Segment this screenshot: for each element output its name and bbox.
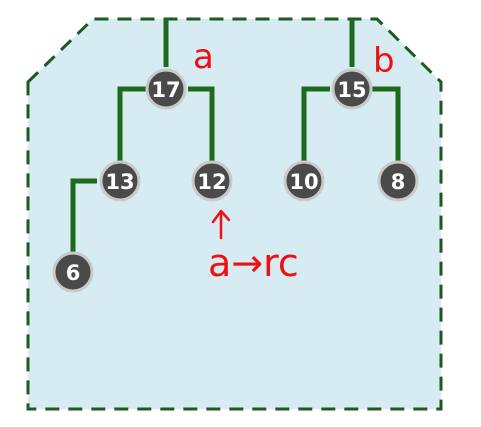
edge-15-8 <box>372 86 401 162</box>
tree-b-edges <box>301 19 401 162</box>
node-15-label: 15 <box>337 78 366 102</box>
dashed-region <box>26 17 443 411</box>
edge-13-6 <box>70 178 97 254</box>
tree-b-label: b <box>373 41 395 81</box>
node-10-label: 10 <box>289 170 318 194</box>
tree-a-label: a <box>193 37 214 77</box>
edge-17-13 <box>117 86 156 161</box>
node-12-label: 12 <box>197 170 226 194</box>
node-8-label: 8 <box>391 170 406 194</box>
edge-15-10 <box>301 86 330 162</box>
annotation-a-to-rc: a→rc <box>208 241 299 285</box>
up-arrow-icon <box>211 209 231 240</box>
node-15: 15 <box>331 68 373 110</box>
node-8: 8 <box>377 160 419 202</box>
edge-17-12 <box>188 86 215 162</box>
node-12: 12 <box>191 160 233 202</box>
node-6: 6 <box>52 251 94 293</box>
node-13-label: 13 <box>105 170 134 194</box>
node-17: 17 <box>145 68 187 110</box>
node-6-label: 6 <box>66 261 81 285</box>
tree-a-edges <box>70 19 215 254</box>
node-10: 10 <box>283 160 325 202</box>
node-13: 13 <box>99 160 141 202</box>
node-17-label: 17 <box>151 78 180 102</box>
